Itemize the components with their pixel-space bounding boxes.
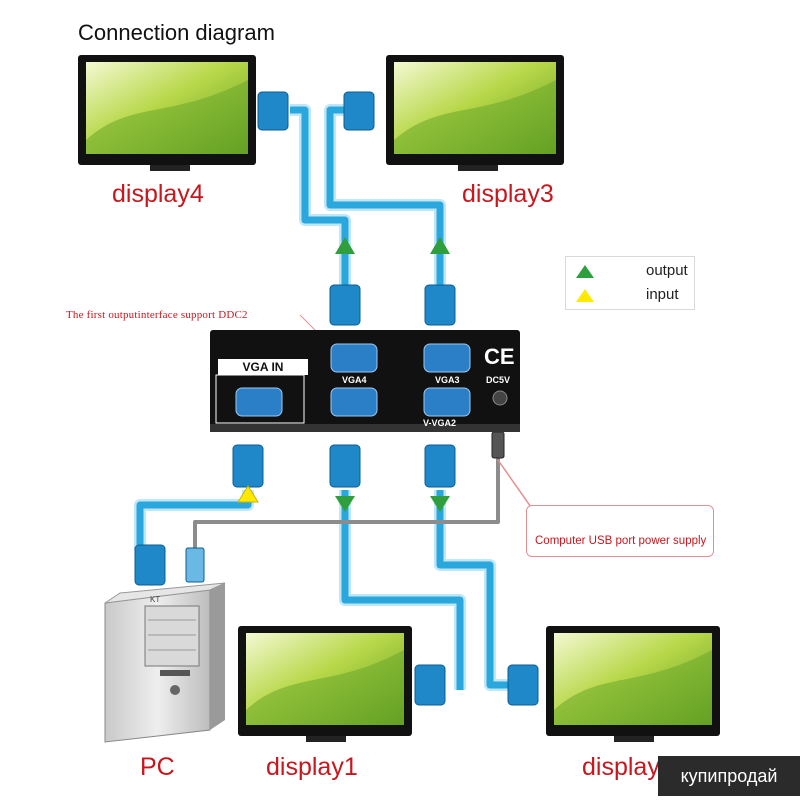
display4-label: display4 bbox=[112, 180, 204, 208]
monitor-display2 bbox=[546, 626, 720, 742]
ddc2-note: The first outputinterface support DDC2 bbox=[66, 309, 248, 321]
legend-output-label: output bbox=[646, 262, 688, 279]
output-arrow bbox=[335, 496, 355, 512]
vga-port bbox=[330, 387, 378, 417]
vga-splitter-device bbox=[210, 330, 520, 432]
pc-label: PC bbox=[140, 753, 175, 781]
vga-connector bbox=[414, 664, 446, 706]
vga-port bbox=[330, 343, 378, 373]
ce-mark: CE bbox=[484, 344, 515, 369]
vga-connectors bbox=[134, 91, 539, 706]
vga-connector bbox=[134, 544, 166, 586]
vga-in-label: VGA IN bbox=[218, 359, 308, 375]
diagram-title: Connection diagram bbox=[78, 20, 275, 45]
monitor-display1 bbox=[238, 626, 412, 742]
vga4-label: VGA4 bbox=[342, 375, 367, 385]
output-triangle-icon bbox=[576, 264, 594, 278]
output-arrow bbox=[430, 237, 450, 254]
legend-output: output bbox=[576, 262, 688, 282]
output-arrow bbox=[430, 496, 450, 512]
dc5v-label: DC5V bbox=[486, 375, 511, 385]
output-arrow bbox=[335, 237, 355, 254]
usb-connector bbox=[185, 547, 205, 583]
vga-port bbox=[423, 387, 471, 417]
usb-power-note: Computer USB port power supply bbox=[535, 535, 707, 547]
vga-connector bbox=[343, 91, 375, 131]
pc-brand: KT bbox=[150, 595, 161, 604]
vga-port bbox=[423, 343, 471, 373]
vga3-label: VGA3 bbox=[435, 375, 460, 385]
monitor-display4 bbox=[78, 55, 256, 171]
vga-connector bbox=[507, 664, 539, 706]
legend-input-label: input bbox=[646, 286, 679, 303]
dc-plug bbox=[491, 431, 505, 459]
input-arrow bbox=[237, 485, 259, 503]
display3-label: display3 bbox=[462, 180, 554, 208]
vga-connector bbox=[329, 444, 361, 488]
monitor-display3 bbox=[386, 55, 564, 171]
vga-connector bbox=[329, 284, 361, 326]
vga-connector bbox=[257, 91, 289, 131]
vga-port bbox=[235, 387, 283, 417]
watermark: купипродай bbox=[658, 756, 800, 796]
display1-label: display1 bbox=[266, 753, 358, 781]
legend-input: input bbox=[576, 286, 679, 306]
vga2-label: V-VGA2 bbox=[423, 418, 457, 428]
usb-power-callout: Computer USB port power supply bbox=[526, 505, 714, 557]
pc-tower bbox=[104, 582, 226, 743]
input-triangle-icon bbox=[576, 288, 594, 302]
direction-arrows bbox=[237, 237, 450, 512]
legend: output input bbox=[565, 256, 695, 310]
vga-connector bbox=[232, 444, 264, 488]
vga-connector bbox=[424, 444, 456, 488]
vga-connector bbox=[424, 284, 456, 326]
cable-usb-power bbox=[193, 455, 500, 550]
